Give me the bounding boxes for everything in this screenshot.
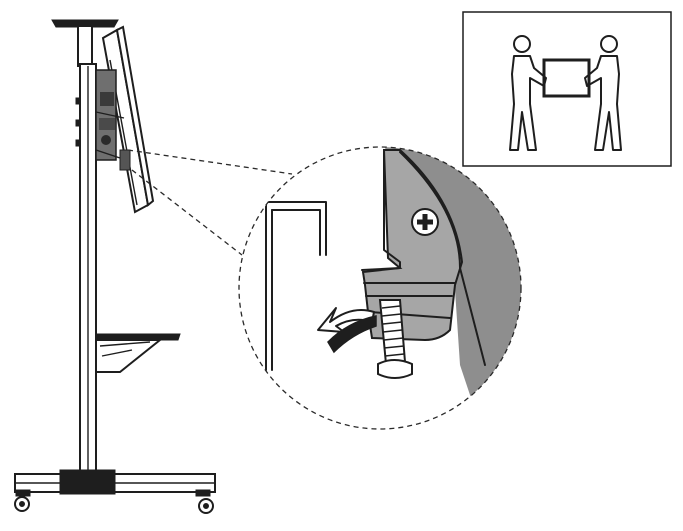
- person-left-icon: [509, 35, 547, 151]
- wall-mount-bracket: [95, 69, 131, 171]
- detail-magnifier: [238, 146, 522, 430]
- stand-base: [14, 469, 216, 495]
- person-right-icon: [584, 35, 622, 151]
- stand-column: [79, 63, 97, 475]
- loosen-arrow-icon: [317, 307, 377, 354]
- carried-panel: [542, 58, 591, 98]
- accessory-shelf: [95, 333, 181, 373]
- phillips-screw-icon: [411, 208, 439, 236]
- caster-wheels: [14, 489, 214, 514]
- zoom-leader-lines: [127, 149, 293, 256]
- rear-plate-hook: [265, 201, 327, 371]
- tv-stand: [14, 19, 216, 514]
- two-person-lift-panel: [462, 11, 672, 167]
- column-holes: [75, 97, 81, 147]
- threaded-screw-icon: [377, 299, 413, 379]
